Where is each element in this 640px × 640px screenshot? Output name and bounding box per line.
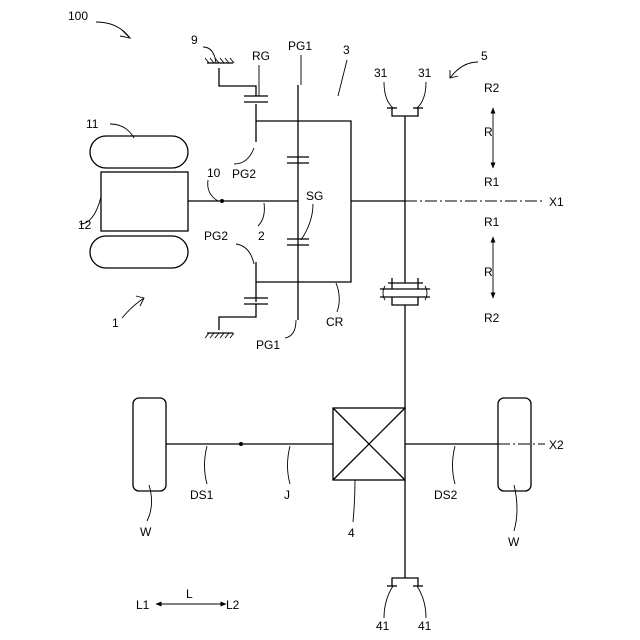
ground-symbol-lower xyxy=(205,333,234,338)
figure-pointer-arrow xyxy=(120,30,130,38)
label-second-pinion-top: PG2 xyxy=(232,167,256,181)
label-bearing-d: 41 xyxy=(418,619,432,633)
label-input-shaft: 2 xyxy=(258,229,265,243)
label-reducer: 5 xyxy=(481,49,488,63)
label-drive-unit: 1 xyxy=(112,316,119,330)
differential-box xyxy=(333,408,405,480)
drive-shaft-joint-dot xyxy=(239,442,243,446)
label-axial-left: L1 xyxy=(136,598,150,612)
label-drive-shaft-1: DS1 xyxy=(190,488,214,502)
label-bearing-a: 31 xyxy=(374,66,388,80)
label-radial-bottom-outer: R2 xyxy=(484,311,500,325)
label-axial-mid: L xyxy=(186,587,193,601)
label-carrier: CR xyxy=(326,315,344,329)
label-axis-1: X1 xyxy=(549,195,564,209)
label-differential: 4 xyxy=(348,526,355,540)
label-second-pinion-bottom: PG2 xyxy=(204,229,228,243)
label-axis-2: X2 xyxy=(549,438,564,452)
ring-gear-lower xyxy=(219,304,256,330)
label-planetary: 3 xyxy=(343,43,350,57)
label-radial-top-mid: R xyxy=(484,125,493,139)
label-first-pinion-top: PG1 xyxy=(288,39,312,53)
label-figure-number: 100 xyxy=(68,9,88,23)
label-sun-gear: SG xyxy=(306,189,323,203)
label-first-pinion-bottom: PG1 xyxy=(256,338,280,352)
motor xyxy=(90,136,188,268)
label-ring-gear: RG xyxy=(252,49,270,63)
shaft-joint-dot xyxy=(220,199,224,203)
label-bearing-b: 31 xyxy=(418,66,432,80)
label-rotor-shaft: 10 xyxy=(207,166,221,180)
label-bearing-c: 41 xyxy=(376,619,390,633)
reducer xyxy=(380,108,430,409)
stator-lower xyxy=(90,236,188,268)
label-drive-shaft-2: DS2 xyxy=(434,488,458,502)
label-radial-bottom-mid: R xyxy=(484,265,493,279)
label-shaft-joint: J xyxy=(284,488,290,502)
stator-upper xyxy=(90,136,188,168)
label-radial-top-inner: R1 xyxy=(484,175,500,189)
label-ground-top: 9 xyxy=(191,33,198,47)
planetary-gear-set xyxy=(219,68,351,330)
ring-gear-upper xyxy=(219,68,256,96)
rotor xyxy=(101,172,188,231)
label-radial-bottom-inner: R1 xyxy=(484,215,500,229)
wheel-left-shape xyxy=(133,398,166,491)
label-motor-stator: 11 xyxy=(86,117,99,131)
label-axial-right: L2 xyxy=(226,598,240,612)
label-wheel-left: W xyxy=(140,525,152,539)
wheel-right-shape xyxy=(498,398,531,491)
ground-symbol-upper xyxy=(205,58,234,63)
bearing-lower xyxy=(387,578,423,586)
label-radial-top-outer: R2 xyxy=(484,81,500,95)
label-wheel-right: W xyxy=(508,535,520,549)
label-motor-rotor: 12 xyxy=(78,218,92,232)
